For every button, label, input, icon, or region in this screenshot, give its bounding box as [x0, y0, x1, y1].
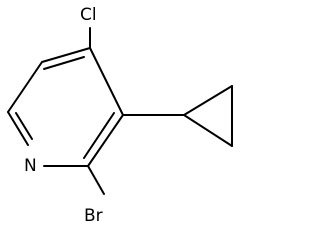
bond-c6-n1-inner: [15, 112, 33, 140]
bond-cyclopropyl-3-1: [183, 114, 233, 147]
bond-c2-c3: [87, 114, 124, 167]
bond-c2-br: [87, 165, 105, 195]
atom-label-br: Br: [84, 206, 103, 226]
bond-cyclopropyl-1-2: [183, 85, 233, 116]
bond-c3-c4: [89, 47, 124, 116]
bond-c2-c3-inner: [83, 112, 115, 159]
atom-label-n: N: [24, 156, 37, 176]
molecule-structure-diagram: Cl N Br: [7, 5, 233, 226]
bond-c5-c6: [7, 61, 43, 113]
bond-c6-n1: [7, 111, 29, 146]
bond-c4-c5: [41, 47, 91, 63]
bond-c4-c5-inner: [43, 56, 85, 70]
atom-label-cl: Cl: [80, 5, 97, 25]
